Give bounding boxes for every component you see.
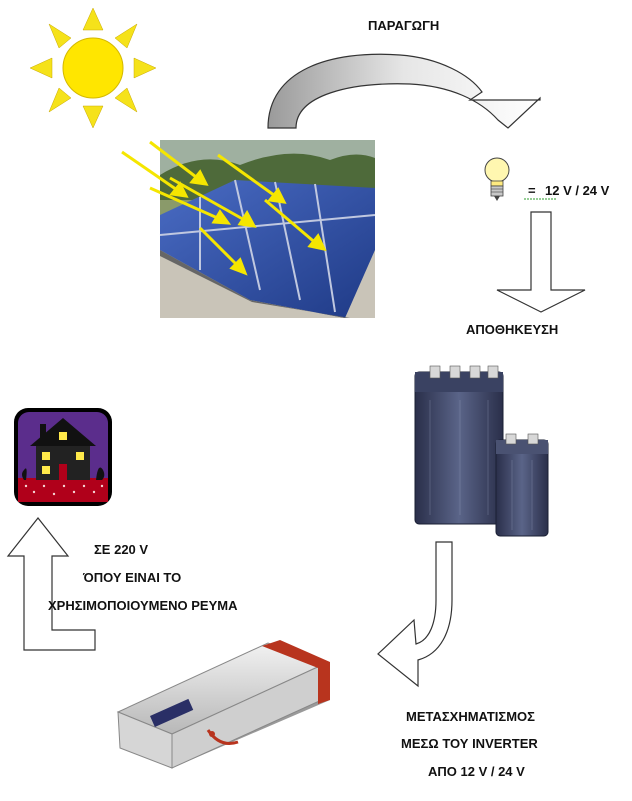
production-arrow xyxy=(267,53,541,129)
production-label: ΠΑΡΑΓΩΓΗ xyxy=(368,18,440,33)
storage-label: ΑΠΟΘΗΚΕΥΣΗ xyxy=(466,322,559,337)
output-label-line3: ΧΡΗΣΙΜΟΠΟΙΟΥΜΕΝΟ ΡΕΥΜΑ xyxy=(48,598,238,613)
sun-icon xyxy=(29,7,157,129)
battery-image xyxy=(414,365,549,537)
voltage-label: 12 V / 24 V xyxy=(545,183,610,198)
output-label-line2: ΌΠΟΥ ΕΙΝΑΙ ΤΟ xyxy=(83,570,182,585)
down-arrow-storage xyxy=(496,211,586,313)
solar-panel-image xyxy=(159,140,376,318)
output-label-line1: ΣΕ 220 V xyxy=(94,542,149,557)
conversion-label-line1: ΜΕΤΑΣΧΗΜΑΤΙΣΜΟΣ xyxy=(406,709,535,724)
inverter-image xyxy=(116,640,330,769)
conversion-label-line3: ΑΠΟ 12 V / 24 V xyxy=(428,764,525,779)
light-bulb-icon xyxy=(484,157,510,201)
conversion-label-line2: ΜΕΣΩ ΤΟΥ INVERTER xyxy=(401,736,538,751)
up-arrow-house xyxy=(6,517,96,651)
house-icon xyxy=(14,408,112,506)
down-left-arrow-inverter xyxy=(377,541,453,688)
sunlight-rays xyxy=(121,140,327,276)
equals-sign: = xyxy=(528,183,536,198)
